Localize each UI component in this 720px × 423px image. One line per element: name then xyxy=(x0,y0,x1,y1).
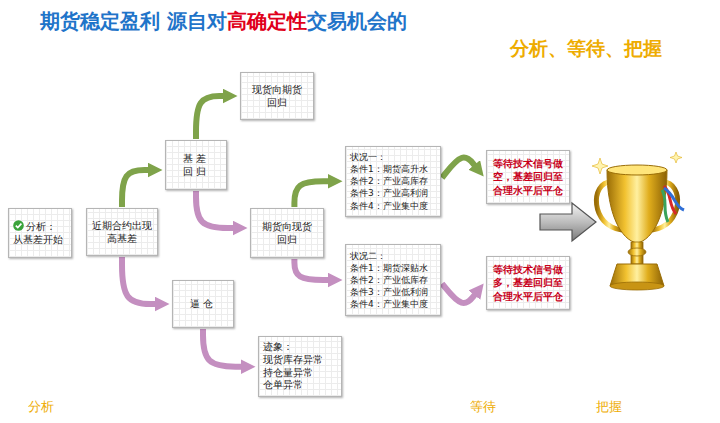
paper-box: 等待技术信号做空，基差回归至合理水平后平仓 xyxy=(486,150,570,204)
stage-label: 分析 xyxy=(28,398,54,416)
box-text: 条件1：期货高升水 条件2：产业高库存 条件3：产业高利润 条件4：产业集中度 xyxy=(350,163,436,212)
text-line: 状况二： xyxy=(350,250,436,262)
paper-box: 期货向现货 回归 xyxy=(250,208,324,258)
text-line: 现货向期货 xyxy=(245,83,309,97)
check-icon xyxy=(13,220,24,231)
text-line: 条件1：期货高升水 xyxy=(350,163,436,175)
text-line: 高基差 xyxy=(91,232,153,246)
paper-box: 近期合约出现 高基差 xyxy=(86,208,158,256)
curved-arrow xyxy=(203,329,242,367)
trophy-cup xyxy=(607,170,667,243)
curved-arrow xyxy=(122,170,149,207)
paper-box: 状况二：条件1：期货深贴水 条件2：产业低库存 条件3：产业低利润 条件4：产业… xyxy=(345,244,441,316)
paper-box: 迹象：现货库存异常 持仓量异常 仓单异常 xyxy=(258,336,342,397)
curved-arrow xyxy=(442,158,475,178)
text-line: 回归 xyxy=(245,96,309,110)
text-line: 条件4：产业集中度 xyxy=(350,200,436,212)
text-line: 回归 xyxy=(170,165,222,179)
trophy-rim xyxy=(607,165,667,175)
text-line: 从基差开始 xyxy=(13,233,67,247)
trophy xyxy=(592,152,684,290)
title-part: 交易机会的 xyxy=(307,9,407,33)
box-heading: 状况二： xyxy=(350,250,436,262)
title-part: 高确定性 xyxy=(227,9,307,33)
box-text: 近期合约出现 高基差 xyxy=(91,219,153,246)
ribbon xyxy=(664,188,684,210)
box-text: 等待技术信号做空，基差回归至合理水平后平仓 xyxy=(491,157,565,198)
text-line: 仓单异常 xyxy=(263,379,337,392)
box-text: 基差 回归 xyxy=(170,152,222,179)
stage-label: 把握 xyxy=(596,398,622,416)
title-part: 期货稳定盈利 源自对 xyxy=(40,9,227,33)
text-line: 条件2：产业低库存 xyxy=(350,274,436,286)
curved-arrow xyxy=(294,259,329,280)
text-line: 基差 xyxy=(170,152,222,166)
box-text: 从基差开始 xyxy=(13,233,67,247)
paper-box: 分析：从基差开始 xyxy=(8,208,72,258)
text-line: 现货库存异常 xyxy=(263,354,337,367)
text-line: 迹象： xyxy=(263,341,337,354)
text-line: 近期合约出现 xyxy=(91,219,153,233)
check-icon xyxy=(16,223,22,227)
sparkle xyxy=(670,152,682,163)
check-icon xyxy=(13,220,24,231)
trophy-foot xyxy=(610,282,664,290)
text-line: 条件2：产业高库存 xyxy=(350,175,436,187)
text-line: 回归 xyxy=(255,233,319,247)
curved-arrow xyxy=(196,191,234,228)
text-line: 持仓量异常 xyxy=(263,367,337,380)
text-line: 条件3：产业高利润 xyxy=(350,187,436,199)
paper-box: 现货向期货 回归 xyxy=(240,72,314,120)
paper-box: 基差 回归 xyxy=(165,140,227,190)
text-line: 等待技术信号做多，基差回归至合理水平后平仓 xyxy=(491,263,565,304)
sparkle xyxy=(592,158,608,174)
trophy-knob xyxy=(628,248,646,256)
text-line: 逼仓 xyxy=(177,297,229,311)
stage-label: 等待 xyxy=(470,398,496,416)
box-text: 等待技术信号做多，基差回归至合理水平后平仓 xyxy=(491,263,565,304)
paper-box: 状况一：条件1：期货高升水 条件2：产业高库存 条件3：产业高利润 条件4：产业… xyxy=(345,146,441,217)
big-arrow xyxy=(540,203,596,241)
box-heading: 状况一： xyxy=(350,151,436,163)
box-text: 期货向现货 回归 xyxy=(255,220,319,247)
text-line: 条件4：产业集中度 xyxy=(350,298,436,310)
curved-arrow xyxy=(122,257,156,304)
text-line: 条件3：产业低利润 xyxy=(350,286,436,298)
text-line: 等待技术信号做空，基差回归至合理水平后平仓 xyxy=(491,157,565,198)
box-text: 现货库存异常 持仓量异常 仓单异常 xyxy=(263,354,337,392)
box-text: 逼仓 xyxy=(177,297,229,311)
title: 期货稳定盈利 源自对高确定性交易机会的 xyxy=(40,8,407,35)
box-heading: 分析： xyxy=(13,220,67,234)
paper-box: 等待技术信号做多，基差回归至合理水平后平仓 xyxy=(486,256,570,310)
curved-arrow xyxy=(196,96,224,139)
curved-arrow xyxy=(294,181,329,207)
box-text: 条件1：期货深贴水 条件2：产业低库存 条件3：产业低利润 条件4：产业集中度 xyxy=(350,262,436,311)
ribbon xyxy=(662,190,668,222)
text-line: 期货向现货 xyxy=(255,220,319,234)
box-heading: 迹象： xyxy=(263,341,337,354)
box-text: 现货向期货 回归 xyxy=(245,83,309,110)
curved-arrow xyxy=(442,284,475,303)
text-line: 分析： xyxy=(26,221,56,232)
text-line: 条件1：期货深贴水 xyxy=(350,262,436,274)
subtitle: 分析、等待、把握 xyxy=(510,36,662,62)
text-line: 状况一： xyxy=(350,151,436,163)
paper-box: 逼仓 xyxy=(172,280,234,328)
